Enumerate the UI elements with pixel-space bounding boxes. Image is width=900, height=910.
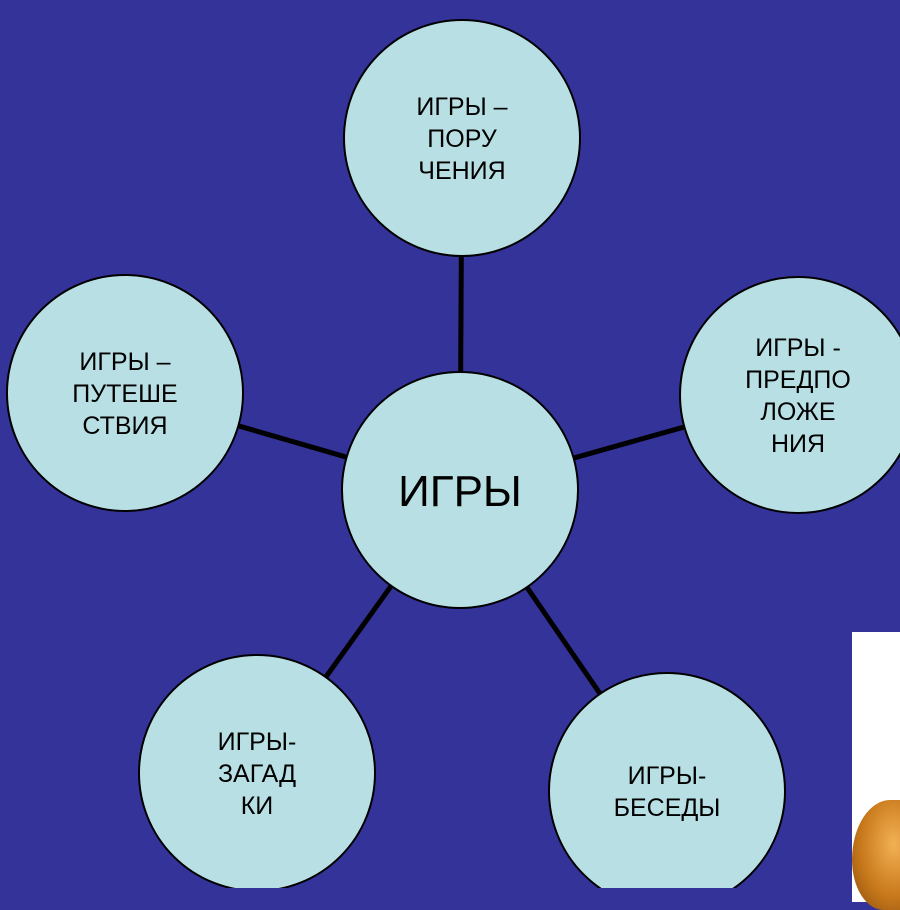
connector-right (572, 424, 686, 461)
node-right: ИГРЫ - ПРЕДПО ЛОЖЕ НИЯ (679, 276, 900, 514)
mind-map-diagram: ИГРЫ – ПОРУ ЧЕНИЯ ИГРЫ - ПРЕДПО ЛОЖЕ НИЯ ИГРЫ- Б… (6, 19, 900, 888)
connector-left (237, 423, 348, 460)
node-left-label-line: ПУТЕШЕ (72, 380, 177, 408)
node-center-label: ИГРЫ (398, 467, 522, 516)
node-center-circle (341, 371, 579, 609)
node-bottom-left-label-line: КИ (241, 792, 274, 820)
node-bottom-left-circle (138, 654, 376, 888)
node-right-label-line: ЛОЖЕ (760, 398, 835, 426)
node-right-label-line: ПРЕДПО (745, 366, 851, 394)
node-bottom-left-label-line: ЗАГАД (218, 760, 296, 788)
node-left: ИГРЫ – ПУТЕШЕ СТВИЯ (6, 274, 244, 512)
node-bottom-right-circle (548, 672, 786, 888)
node-right-circle (679, 276, 900, 514)
node-bottom-right: ИГРЫ- БЕСЕДЫ (548, 672, 786, 888)
node-top-circle (343, 19, 581, 257)
connector-top (458, 255, 464, 373)
node-bottom-right-label-line: БЕСЕДЫ (614, 794, 721, 822)
node-right-label-line: НИЯ (771, 430, 825, 458)
connector-bottom-left (323, 584, 394, 679)
node-right-label-line: ИГРЫ - (755, 334, 841, 362)
connector-bottom-right (524, 585, 603, 696)
node-top-label-line: ИГРЫ – (416, 93, 507, 121)
node-left-circle (6, 274, 244, 512)
node-bottom-left: ИГРЫ- ЗАГАД КИ (138, 654, 376, 888)
node-bottom-left-label-line: ИГРЫ- (218, 728, 297, 756)
node-top-label-line: ПОРУ (427, 125, 497, 153)
node-center: ИГРЫ (341, 371, 579, 609)
node-left-label-line: СТВИЯ (82, 412, 167, 440)
node-left-label-line: ИГРЫ – (79, 348, 170, 376)
node-top-label-line: ЧЕНИЯ (418, 157, 505, 185)
node-top: ИГРЫ – ПОРУ ЧЕНИЯ (343, 19, 581, 257)
node-bottom-right-label-line: ИГРЫ- (628, 762, 707, 790)
